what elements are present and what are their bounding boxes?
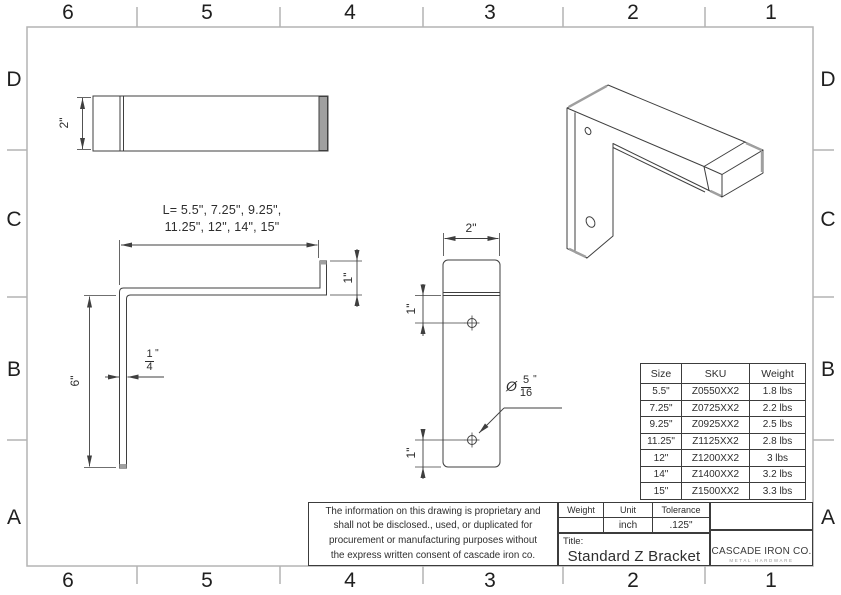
isometric-view	[566, 84, 764, 259]
spec-cell: 2.8 lbs	[749, 433, 805, 450]
tolerance-block: Weight Unit Tolerance inch .125"	[558, 502, 710, 533]
proprietary-note-line: shall not be disclosed., used, or duplic…	[333, 520, 533, 532]
tolerance-value: .125"	[652, 518, 709, 532]
inch-mark: "	[533, 374, 537, 385]
zone-col-label: 5	[201, 1, 213, 24]
dim-lip-height: 1"	[341, 272, 355, 284]
hole-numerator: 5	[521, 374, 531, 388]
spec-cell: 3.2 lbs	[749, 466, 805, 483]
dim-bottom-hole-offset: 1"	[404, 447, 418, 459]
spec-header-weight: Weight	[749, 364, 805, 383]
front-view	[415, 233, 562, 479]
dim-top-hole-offset: 1"	[404, 303, 418, 315]
profile-view	[84, 240, 362, 469]
table-row: 5.5" Z0550XX2 1.8 lbs	[641, 383, 805, 400]
zone-col-label: 1	[765, 569, 777, 592]
spec-header-sku: SKU	[681, 364, 749, 383]
spec-cell: Z1500XX2	[681, 483, 749, 500]
zone-row-label: A	[6, 506, 21, 529]
table-row: 14" Z1400XX2 3.2 lbs	[641, 465, 805, 483]
zone-col-label: 6	[62, 569, 74, 592]
spec-cell: Z1200XX2	[681, 450, 749, 466]
brand-name: CASCADE IRON CO.	[711, 545, 812, 557]
spec-cell: Z1125XX2	[681, 433, 749, 450]
proprietary-note-line: the express written consent of cascade i…	[330, 549, 536, 561]
zone-col-label: 3	[484, 1, 496, 24]
dim-length-note-line1: L= 5.5", 7.25", 9.25",	[162, 203, 282, 217]
zone-row-label: C	[6, 208, 22, 231]
spec-cell: Z1400XX2	[681, 466, 749, 483]
hole-denominator: 16	[519, 386, 533, 399]
dim-length-note-line2: 11.25", 12", 14", 15"	[164, 220, 280, 234]
weight-header: Weight	[567, 505, 595, 515]
title-cell: Title: Standard Z Bracket	[558, 533, 710, 566]
dim-thickness: 1 4 "	[145, 348, 159, 373]
dim-front-width: 2"	[465, 221, 477, 235]
dim-leg-length: 6"	[68, 375, 82, 387]
inch-mark: "	[155, 348, 159, 359]
dim-hole-diameter: Ø 5 16 "	[506, 374, 537, 399]
spec-cell: 12"	[653, 452, 669, 464]
unit-value: inch	[603, 518, 652, 532]
table-row: 15" Z1500XX2 3.3 lbs	[641, 482, 805, 500]
spec-table: Size SKU Weight 5.5" Z0550XX2 1.8 lbs 7.…	[640, 363, 806, 500]
table-row: 12" Z1200XX2 3 lbs	[641, 449, 805, 466]
zone-col-label: 4	[344, 1, 356, 24]
zone-row-label: D	[6, 68, 22, 91]
spec-cell: Z0550XX2	[681, 384, 749, 400]
zone-col-label: 2	[627, 1, 639, 24]
tolerance-header: Tolerance	[652, 503, 709, 517]
title-label: Title:	[563, 536, 584, 547]
dim-top-view-width: 2"	[57, 117, 71, 129]
spec-cell: 7.25"	[649, 402, 673, 414]
spec-cell: 9.25"	[649, 419, 673, 431]
proprietary-note-line: The information on this drawing is propr…	[325, 505, 541, 517]
brand-tagline: METAL HARDWARE	[729, 557, 794, 563]
spec-cell: 3 lbs	[749, 450, 805, 466]
zone-row-label: B	[820, 358, 835, 381]
table-row: 11.25" Z1125XX2 2.8 lbs	[641, 432, 805, 450]
spec-cell: 14"	[653, 469, 669, 481]
spec-cell: 1.8 lbs	[749, 384, 805, 400]
spec-table-header-row: Size SKU Weight	[641, 364, 805, 383]
zone-col-label: 4	[344, 569, 356, 592]
spec-cell: Z0925XX2	[681, 417, 749, 433]
spec-cell: 15"	[653, 485, 669, 497]
zone-row-label: B	[6, 358, 21, 381]
top-view	[77, 95, 329, 152]
company-logo: CASCADE IRON CO. METAL HARDWARE	[710, 530, 813, 566]
spec-header-size: Size	[650, 367, 672, 380]
drawing-frame	[7, 7, 834, 584]
iso-top-hole	[584, 126, 592, 136]
zone-col-label: 5	[201, 569, 213, 592]
spec-cell: 5.5"	[652, 386, 670, 398]
zone-col-label: 6	[62, 1, 74, 24]
diameter-symbol-icon: Ø	[506, 378, 517, 394]
drawing-title: Standard Z Bracket	[567, 548, 701, 565]
spec-cell: 2.5 lbs	[749, 417, 805, 433]
weight-value	[559, 518, 603, 532]
zone-col-label: 2	[627, 569, 639, 592]
thickness-numerator: 1	[145, 348, 155, 362]
spec-cell: 11.25"	[647, 436, 675, 448]
spec-cell: 3.3 lbs	[749, 483, 805, 500]
iso-bottom-hole	[585, 216, 596, 228]
title-block-empty-cell	[710, 502, 813, 530]
spec-cell: 2.2 lbs	[749, 400, 805, 417]
zone-col-label: 1	[765, 1, 777, 24]
zone-col-label: 3	[484, 569, 496, 592]
table-row: 9.25" Z0925XX2 2.5 lbs	[641, 416, 805, 433]
zone-row-label: A	[820, 506, 835, 529]
zone-row-label: C	[820, 208, 836, 231]
unit-header: Unit	[603, 503, 652, 517]
zone-row-label: D	[820, 68, 836, 91]
thickness-denominator: 4	[146, 360, 153, 373]
proprietary-note-line: procurement or manufacturing purposes wi…	[328, 535, 538, 546]
spec-cell: Z0725XX2	[681, 400, 749, 417]
proprietary-note: The information on this drawing is propr…	[308, 502, 558, 566]
table-row: 7.25" Z0725XX2 2.2 lbs	[641, 399, 805, 417]
